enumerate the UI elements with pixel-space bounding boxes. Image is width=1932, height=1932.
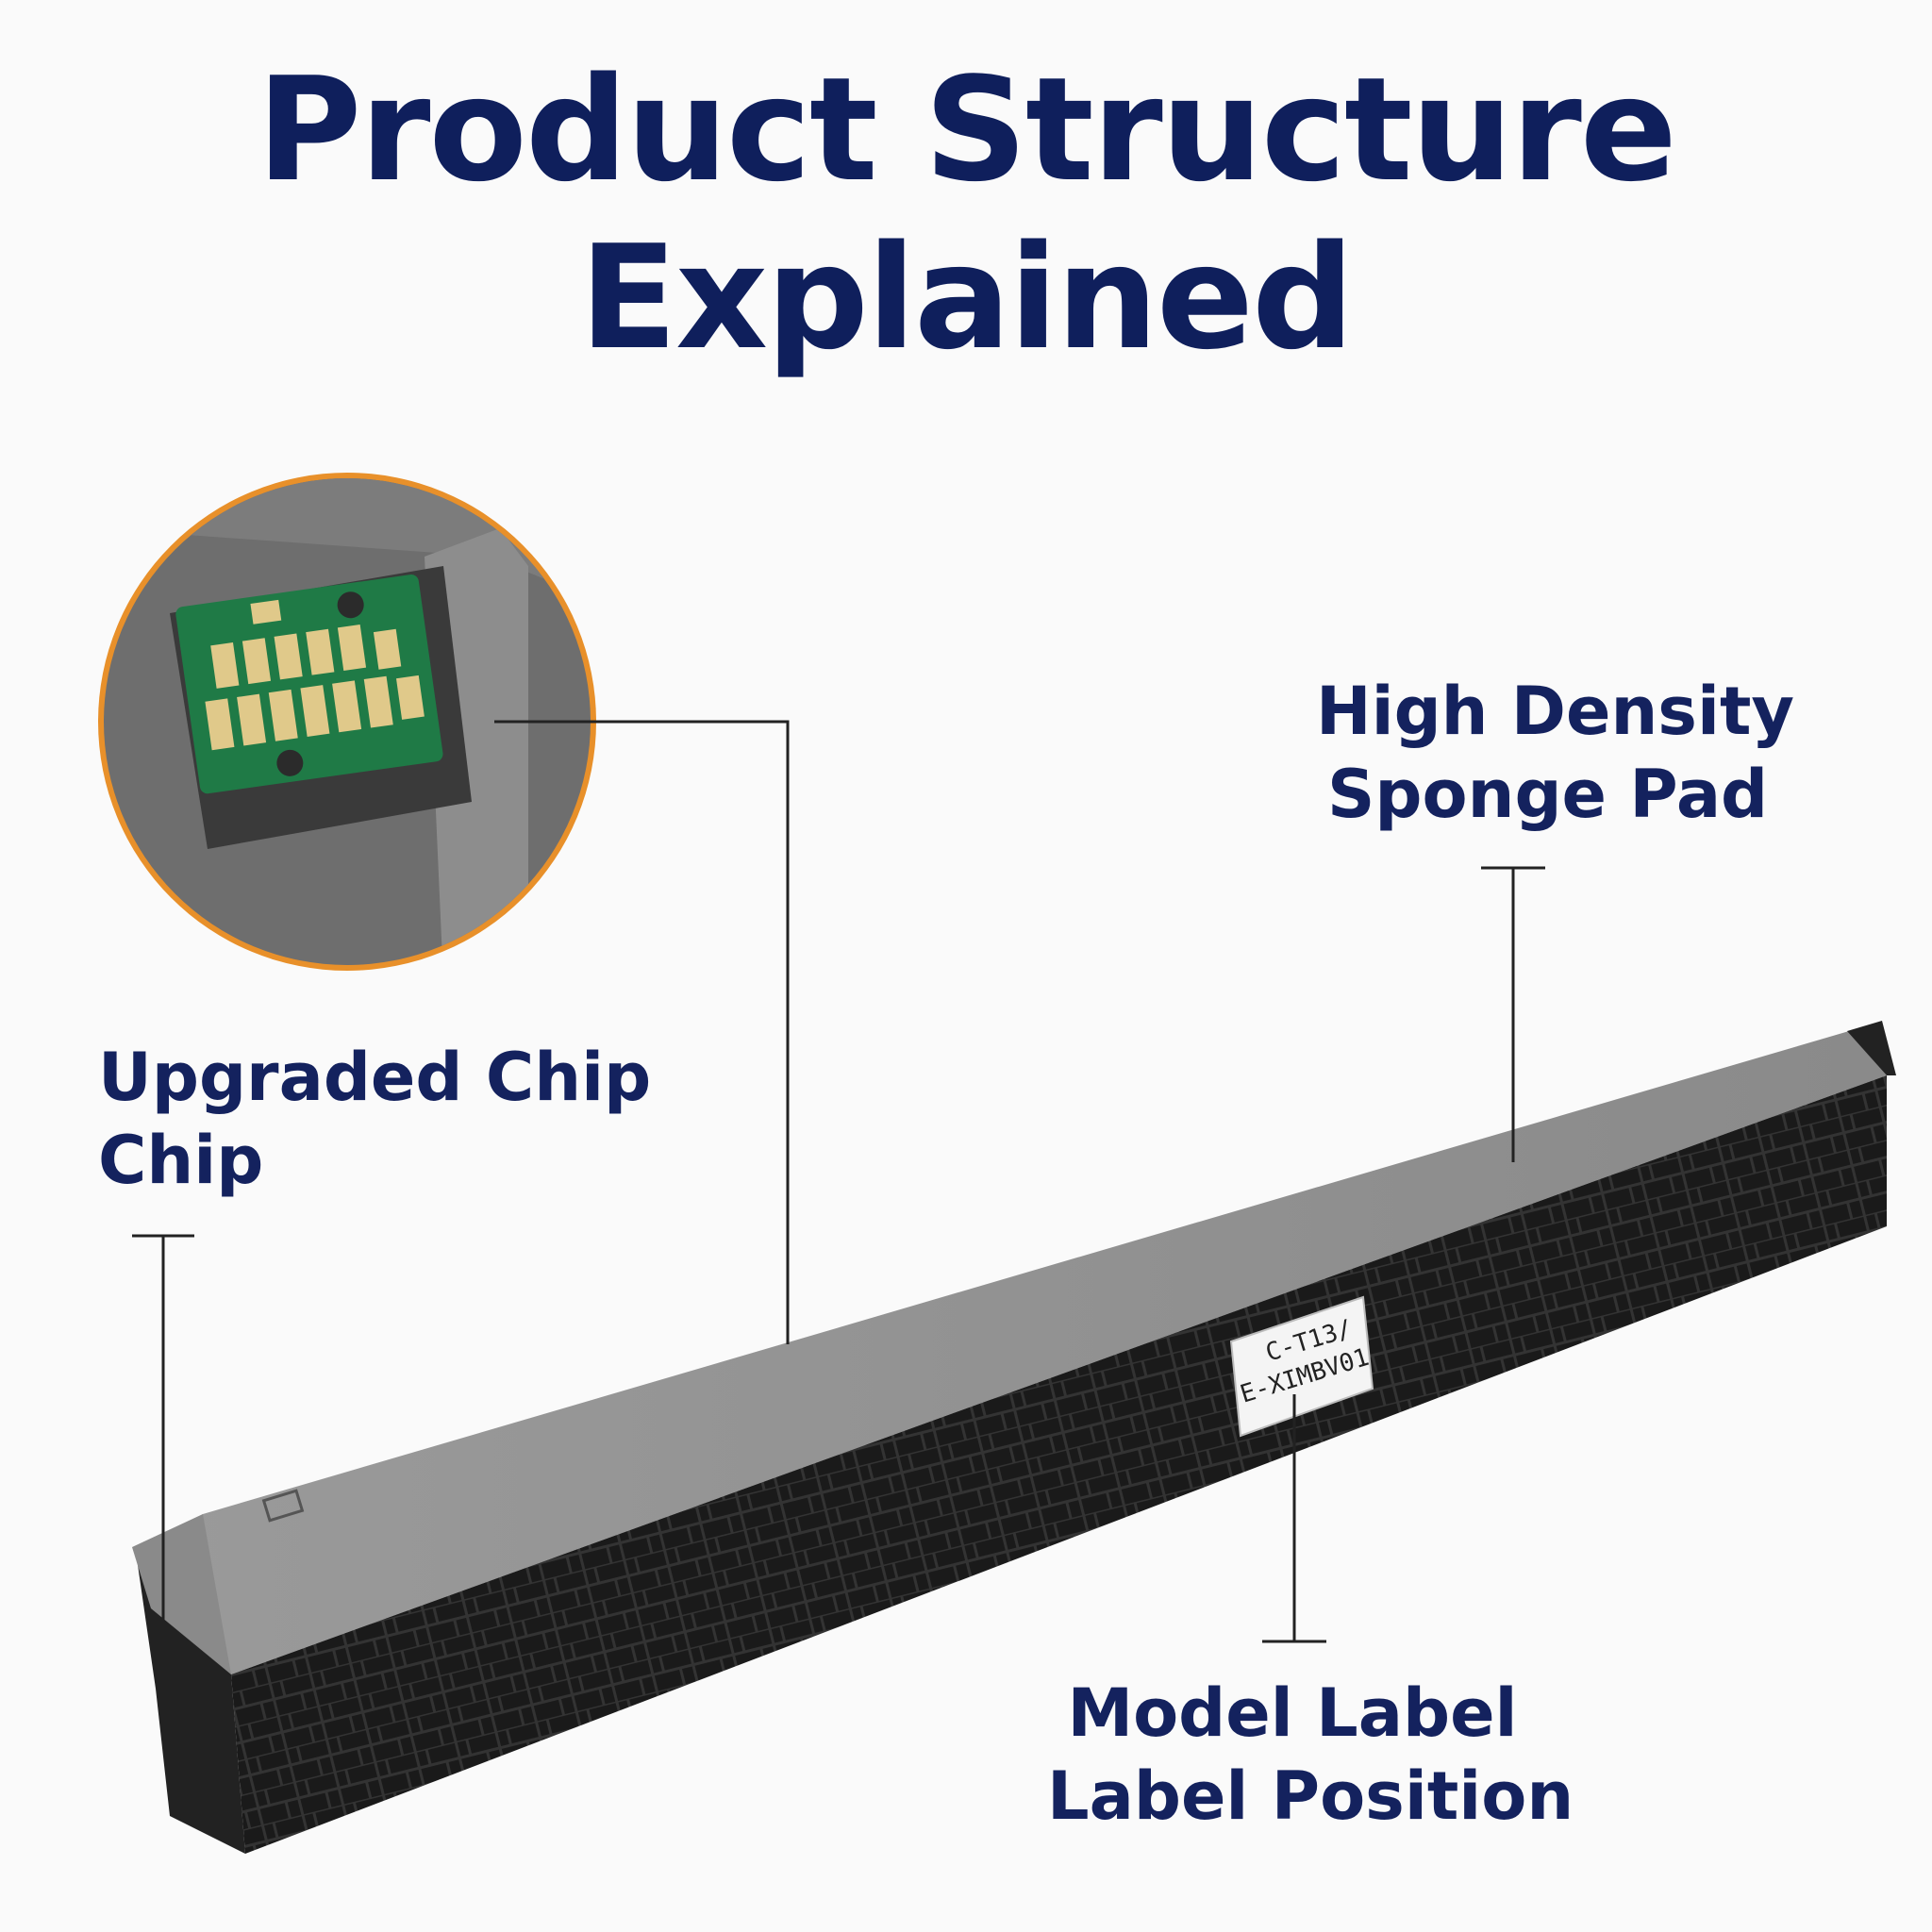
sponge-callout-line-1: High Density <box>1316 673 1795 750</box>
chip-callout-line-1: Upgraded Chip <box>98 1039 652 1116</box>
page-title-line-1: Product Structure <box>257 46 1677 213</box>
chip-board <box>175 575 443 794</box>
leader-lines <box>132 720 1545 1656</box>
label-callout-line-1: Model Label <box>1067 1674 1518 1752</box>
box-left-rim <box>132 1514 231 1674</box>
model-label-callout: Model Label Label Position <box>1047 1672 1574 1838</box>
box-right-tab <box>1847 1021 1896 1075</box>
chip-callout-line-2: Chip <box>98 1122 264 1199</box>
label-callout-line-2: Label Position <box>1047 1757 1574 1835</box>
sponge-pad-callout: High Density Sponge Pad <box>1316 670 1794 836</box>
chip-inset-leader <box>494 720 790 1344</box>
sponge-callout-line-2: Sponge Pad <box>1327 756 1769 833</box>
box-top-surface <box>137 1031 1887 1674</box>
chip-closeup-inset <box>98 473 596 971</box>
page-title-line-2: Explained <box>579 214 1355 381</box>
sponge-front-face <box>231 1075 1887 1854</box>
top-marking-icon <box>261 1489 305 1523</box>
chip-callout: Upgraded Chip Chip <box>98 1036 651 1202</box>
